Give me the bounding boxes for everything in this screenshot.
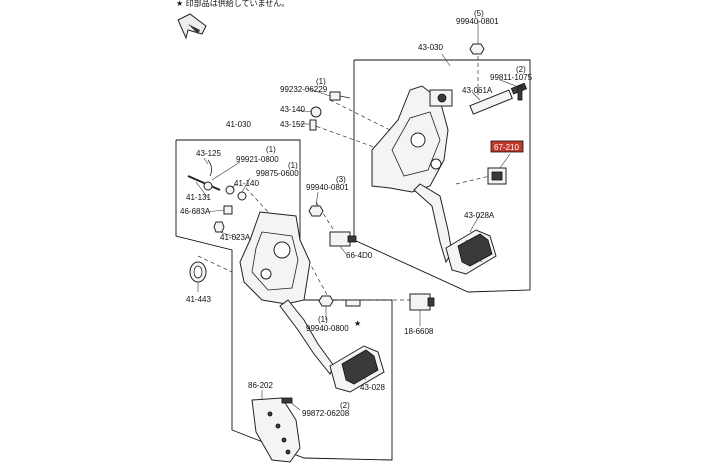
label-99940-0800[interactable]: 99940-0800 <box>306 324 349 333</box>
switch-18-6608 <box>409 293 435 311</box>
label-99872-06208[interactable]: 99872-06208 <box>302 409 350 418</box>
label-43-140[interactable]: 43-140 <box>280 105 305 114</box>
nut-99940-0801-top <box>469 43 485 55</box>
part-99875-0600 <box>237 191 247 201</box>
label-99811-1075[interactable]: 99811-1075 <box>490 73 533 82</box>
callout-leaders <box>195 20 517 411</box>
switch-67-210 <box>487 167 507 185</box>
label-41-030[interactable]: 41-030 <box>226 120 251 129</box>
front-arrow-icon <box>177 13 207 40</box>
label-43-125[interactable]: 43-125 <box>196 149 221 158</box>
footrest-86-202 <box>251 397 301 463</box>
bushing-43-140 <box>310 106 322 118</box>
part-not-supplied: ★ <box>345 299 361 328</box>
assembly-box-41-030 <box>175 139 393 461</box>
qty-99872-06208: (2) <box>340 401 350 410</box>
label-41-140[interactable]: 41-140 <box>234 179 259 188</box>
label-43-030[interactable]: 43-030 <box>418 43 443 52</box>
rod-41-131 <box>187 175 221 191</box>
pedal-pad-43-028A <box>445 229 497 275</box>
clutch-pedal-assembly <box>239 211 335 375</box>
label-46-683A[interactable]: 46-683A <box>180 207 211 216</box>
clip-43-152 <box>309 119 317 131</box>
label-66-4D0[interactable]: 66-4D0 <box>346 251 373 260</box>
label-67-210[interactable]: 67-210 <box>494 143 519 152</box>
screw-99872-06208 <box>281 397 293 404</box>
highlight-67-210[interactable]: 67-210 <box>490 140 524 153</box>
bolt-99811-1075 <box>517 85 523 101</box>
part-43-125 <box>207 159 212 177</box>
label-86-202[interactable]: 86-202 <box>248 381 273 390</box>
qty-99232-06229: (1) <box>316 77 326 86</box>
qty-99940-0800: (1) <box>318 315 328 324</box>
svg-text:★: ★ <box>354 319 361 328</box>
label-41-131[interactable]: 41-131 <box>186 193 211 202</box>
bushing-41-443 <box>189 261 207 283</box>
label-18-6608[interactable]: 18-6608 <box>404 327 434 336</box>
qty-99875-0600: (1) <box>288 161 298 170</box>
label-41-443[interactable]: 41-443 <box>186 295 211 304</box>
label-99940-0801-top[interactable]: 99940-0801 <box>456 17 499 26</box>
brake-pedal-assembly-upper <box>371 85 453 264</box>
label-43-061A[interactable]: 43-061A <box>462 86 493 95</box>
assembly-box-43-030 <box>353 59 531 293</box>
label-99921-0800[interactable]: 99921-0800 <box>236 155 279 164</box>
switch-66-4D0 <box>329 231 357 247</box>
qty-99921-0800: (1) <box>266 145 276 154</box>
label-43-028[interactable]: 43-028 <box>360 383 385 392</box>
notice-text: ★ 印部品は供給していません。 <box>176 0 289 8</box>
label-99875-0600[interactable]: 99875-0600 <box>256 169 299 178</box>
callout-labels: (5) 99940-0801 43-030 (2) 99811-1075 43-… <box>180 9 533 418</box>
label-43-028A[interactable]: 43-028A <box>464 211 495 220</box>
qty-99811-1075: (2) <box>516 65 526 74</box>
qty-99940-0801-top: (5) <box>474 9 484 18</box>
bolt-99232-06229 <box>329 91 351 101</box>
nut-99940-0800 <box>318 295 334 307</box>
part-41-023A <box>213 221 225 233</box>
nut-99940-0801-mid <box>308 205 324 217</box>
label-41-023A[interactable]: 41-023A <box>220 233 251 242</box>
label-99940-0801-mid[interactable]: 99940-0801 <box>306 183 349 192</box>
part-46-683A <box>223 205 233 215</box>
pedal-pad-43-028 <box>329 345 385 393</box>
label-43-152[interactable]: 43-152 <box>280 120 305 129</box>
qty-99940-0801-mid: (3) <box>336 175 346 184</box>
label-99232-06229[interactable]: 99232-06229 <box>280 85 328 94</box>
